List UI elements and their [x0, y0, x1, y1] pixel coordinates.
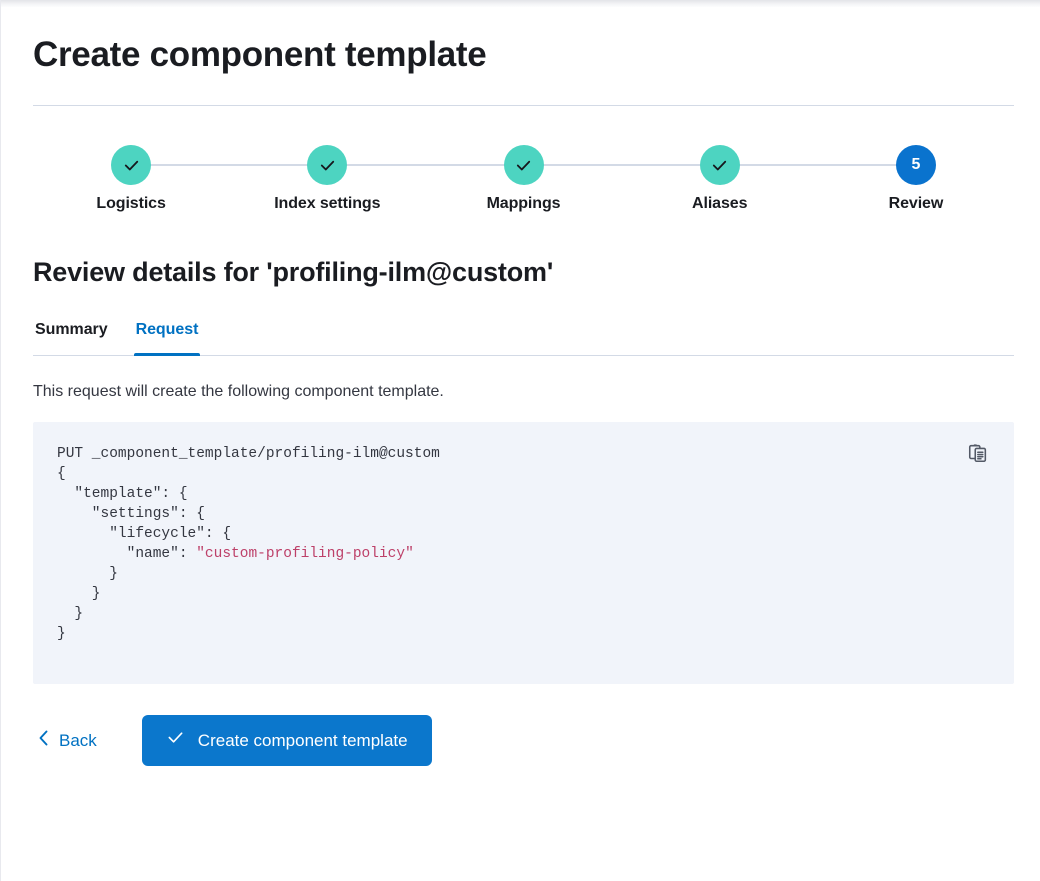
- check-icon: [318, 156, 337, 175]
- tab-request[interactable]: Request: [133, 316, 201, 356]
- page-title: Create component template: [33, 35, 487, 74]
- code-body-after: } } } }: [57, 566, 118, 642]
- code-string-value: "custom-profiling-policy": [196, 546, 414, 562]
- check-icon: [122, 156, 141, 175]
- window-top-strip: [0, 0, 1040, 7]
- back-button[interactable]: Back: [33, 723, 101, 758]
- create-component-template-label: Create component template: [197, 730, 408, 750]
- page-container: Create component template Logistics Index…: [1, 7, 1014, 881]
- code-body-before: { "template": { "settings": { "lifecycle…: [57, 466, 232, 562]
- step-label-2: Index settings: [274, 195, 381, 212]
- step-circle-5: 5: [895, 145, 936, 185]
- step-circle-2: [307, 145, 348, 185]
- stepper-step-mappings[interactable]: Mappings: [425, 145, 621, 213]
- create-component-template-button[interactable]: Create component template: [141, 715, 432, 766]
- check-icon: [514, 156, 533, 175]
- chevron-left-icon: [37, 729, 50, 752]
- stepper-step-aliases[interactable]: Aliases: [622, 145, 818, 213]
- header-divider: [33, 105, 1014, 106]
- stepper-step-logistics[interactable]: Logistics: [33, 145, 229, 213]
- step-label-3: Mappings: [486, 195, 561, 212]
- request-code-panel: PUT _component_template/profiling-ilm@cu…: [33, 422, 1014, 684]
- check-icon: [166, 728, 185, 753]
- step-connector-1: [149, 164, 310, 166]
- step-label-4: Aliases: [692, 195, 748, 212]
- step-circle-4: [699, 145, 740, 185]
- copy-clipboard-icon: [967, 442, 989, 467]
- step-circle-1: [111, 145, 152, 185]
- copy-icon-button[interactable]: [962, 438, 994, 470]
- window-left-edge: [0, 0, 1, 881]
- review-tabs: Summary Request: [33, 316, 1014, 356]
- check-icon: [710, 156, 729, 175]
- request-description: This request will create the following c…: [33, 383, 444, 400]
- step-label-5: Review: [888, 195, 944, 212]
- wizard-footer: Back Create component template: [33, 715, 981, 766]
- tab-summary[interactable]: Summary: [33, 316, 110, 355]
- code-method-line: PUT _component_template/profiling-ilm@cu…: [57, 446, 440, 462]
- step-number-5: 5: [911, 156, 921, 173]
- review-heading: Review details for 'profiling-ilm@custom…: [33, 257, 554, 287]
- step-connector-4: [737, 164, 898, 166]
- request-code: PUT _component_template/profiling-ilm@cu…: [57, 444, 990, 644]
- step-connector-2: [345, 164, 506, 166]
- step-circle-3: [503, 145, 544, 185]
- step-connector-3: [541, 164, 702, 166]
- step-label-1: Logistics: [96, 195, 166, 212]
- stepper-step-index-settings[interactable]: Index settings: [229, 145, 425, 213]
- back-button-label: Back: [59, 730, 97, 750]
